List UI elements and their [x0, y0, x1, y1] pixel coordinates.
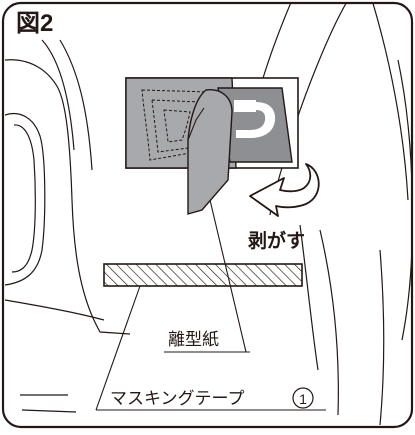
masking-tape-strip — [103, 263, 303, 287]
peeled-flap — [187, 89, 233, 215]
marker-number: 1 — [299, 391, 307, 407]
peel-label: 剥がす — [248, 229, 305, 252]
outer-frame — [1, 1, 414, 429]
side-pillar — [4, 39, 131, 413]
car-body-lines — [257, 3, 412, 426]
masking-tape-label: マスキングテープ — [110, 389, 244, 408]
curved-arrow-left-icon — [249, 163, 320, 217]
marker-circle — [292, 387, 314, 409]
release-paper-label: 離型紙 — [168, 330, 219, 349]
leader-lines — [95, 199, 326, 411]
figure-title: 図2 — [16, 10, 53, 37]
u-turn-arrow-icon — [234, 100, 276, 138]
flap-fold — [187, 107, 205, 141]
